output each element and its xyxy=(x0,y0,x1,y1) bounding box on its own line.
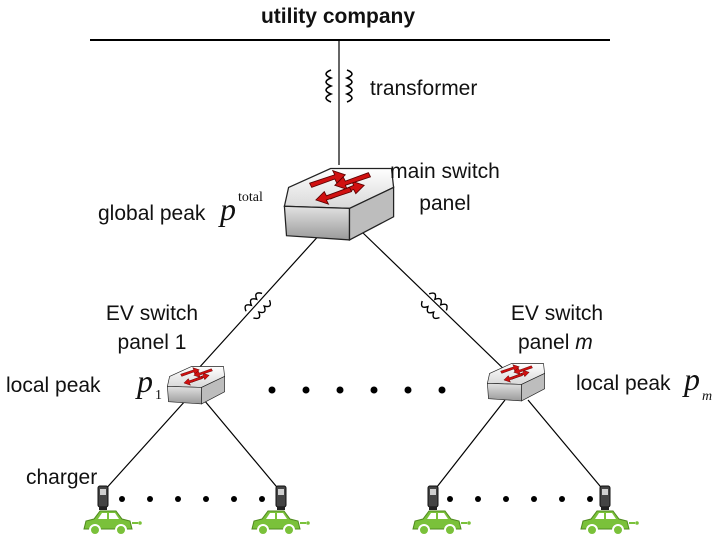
charger-line-2 xyxy=(203,399,282,493)
charger-icon xyxy=(275,485,287,511)
ev-panel-1-label-line2: panel 1 xyxy=(118,331,187,354)
utility-company-title: utility company xyxy=(261,5,415,28)
charger-line-1 xyxy=(102,399,187,493)
ev-panel-m-label-text: panel xyxy=(518,331,569,354)
local-peak-1-text: local peak xyxy=(6,374,101,397)
coil-icon-left xyxy=(242,290,274,322)
charger-icon xyxy=(427,485,439,511)
charger-line-3 xyxy=(432,399,506,493)
ev-panel-m-label-line2: panel m xyxy=(518,331,593,354)
ev-panel-1-label-line1: EV switch xyxy=(106,302,198,325)
transformer-label: transformer xyxy=(370,77,477,100)
charger-icon xyxy=(97,485,109,511)
panel-ellipsis xyxy=(268,386,446,394)
ev-panel-m-label-italic: m xyxy=(575,331,593,354)
ev-car-icon xyxy=(580,510,640,536)
main-switch-label-line2: panel xyxy=(419,192,470,215)
branch-line-left xyxy=(187,231,323,381)
charger-ellipsis-left xyxy=(119,496,265,502)
charger-line-4 xyxy=(527,399,606,493)
ev-panel-m-label-line1: EV switch xyxy=(511,302,603,325)
ev-car-icon xyxy=(412,510,472,536)
branch-line-right xyxy=(361,231,511,376)
ev-switch-panel-m-icon xyxy=(487,363,545,402)
coil-icon-right xyxy=(418,290,450,322)
ev-switch-panel-1-icon xyxy=(167,366,225,405)
main-switch-label-line1: main switch xyxy=(390,160,500,183)
local-peak-m-text: local peak xyxy=(576,372,671,395)
global-peak-superscript: total xyxy=(238,190,263,205)
ev-car-icon xyxy=(83,510,143,536)
charger-label: charger xyxy=(26,466,97,489)
global-peak-symbol: p xyxy=(218,191,236,227)
main-switch-panel-icon xyxy=(283,167,395,241)
transformer-icon xyxy=(325,69,353,103)
local-peak-m-subscript: m xyxy=(702,389,712,404)
charger-icon xyxy=(599,485,611,511)
local-peak-1-symbol: p xyxy=(135,363,153,399)
charger-ellipsis-right xyxy=(447,496,593,502)
local-peak-m-symbol: p xyxy=(682,361,700,397)
ev-car-icon xyxy=(251,510,311,536)
global-peak-text: global peak xyxy=(98,202,206,225)
local-peak-1-subscript: 1 xyxy=(155,388,162,403)
